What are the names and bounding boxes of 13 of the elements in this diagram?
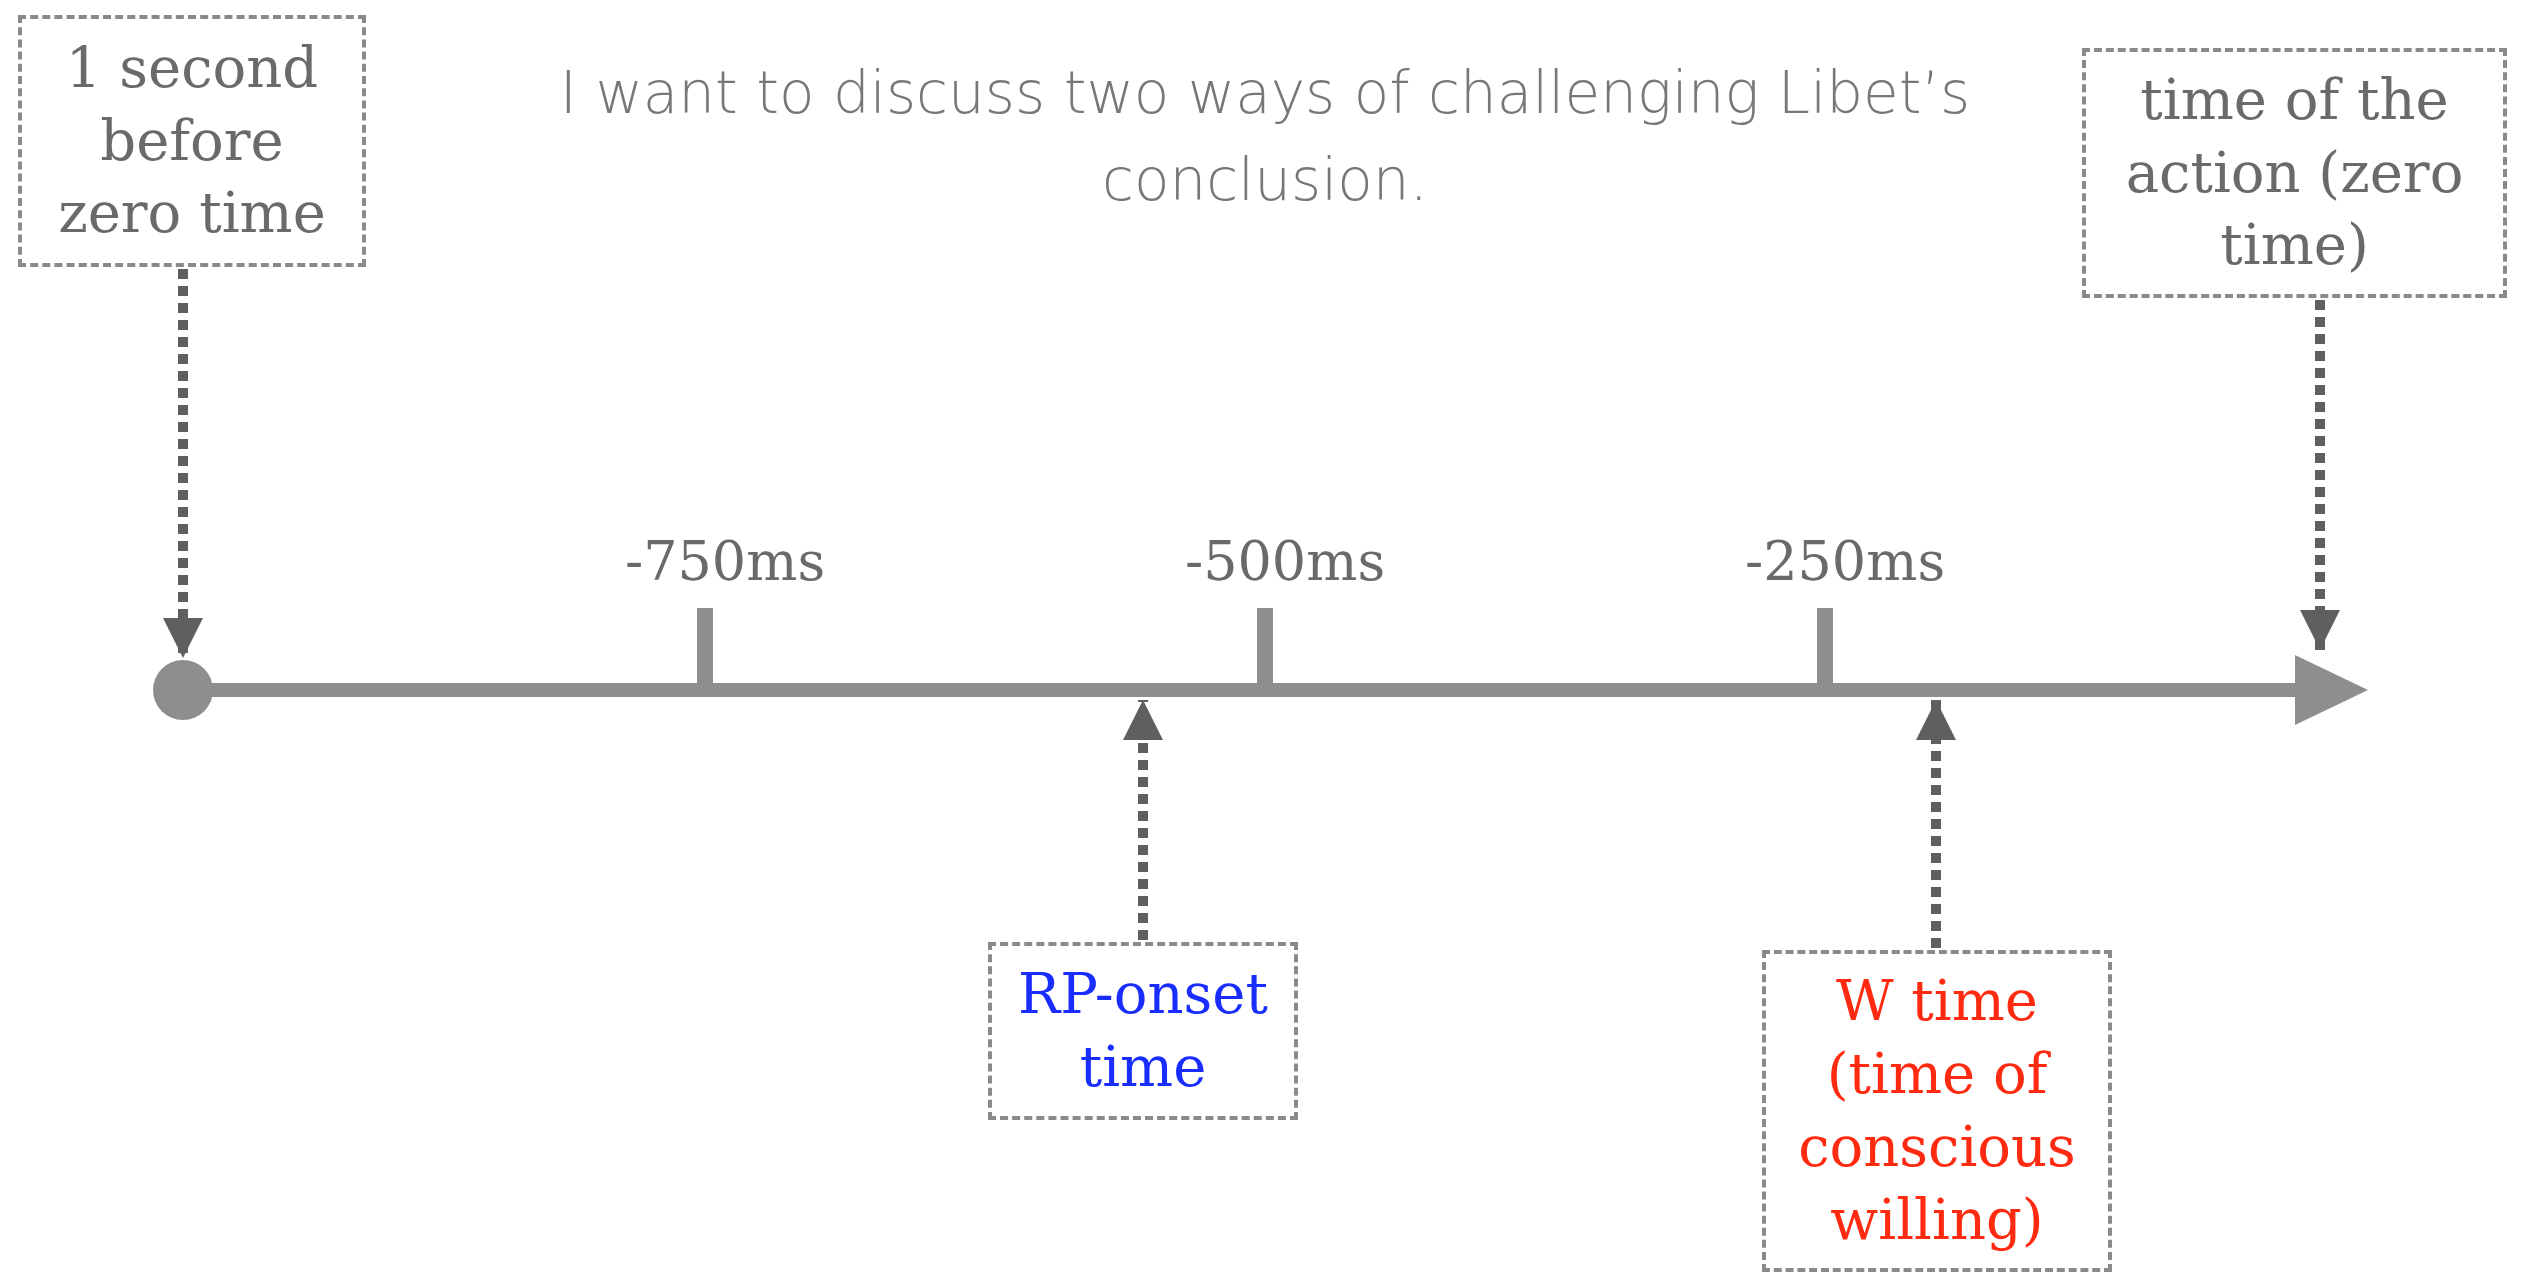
leader-arrow: [163, 269, 203, 658]
tick-label: -250ms: [1744, 530, 1946, 593]
title-text: I want to discuss two ways of challenging Libet’s conclusion.: [558, 58, 1972, 216]
text-box: time of the action (zero time): [2082, 48, 2507, 298]
tick-label: -750ms: [624, 530, 826, 593]
leader-arrow: [2300, 300, 2340, 650]
start-dot: [153, 660, 213, 720]
text-box: RP-onset time: [988, 942, 1298, 1120]
tick-label: -500ms: [1184, 530, 1386, 593]
text-box: 1 second before zero time: [18, 15, 366, 267]
text-box: W time (time of conscious willing): [1762, 950, 2112, 1272]
leader-arrow: [1916, 700, 1956, 948]
leader-arrow: [1123, 700, 1163, 940]
